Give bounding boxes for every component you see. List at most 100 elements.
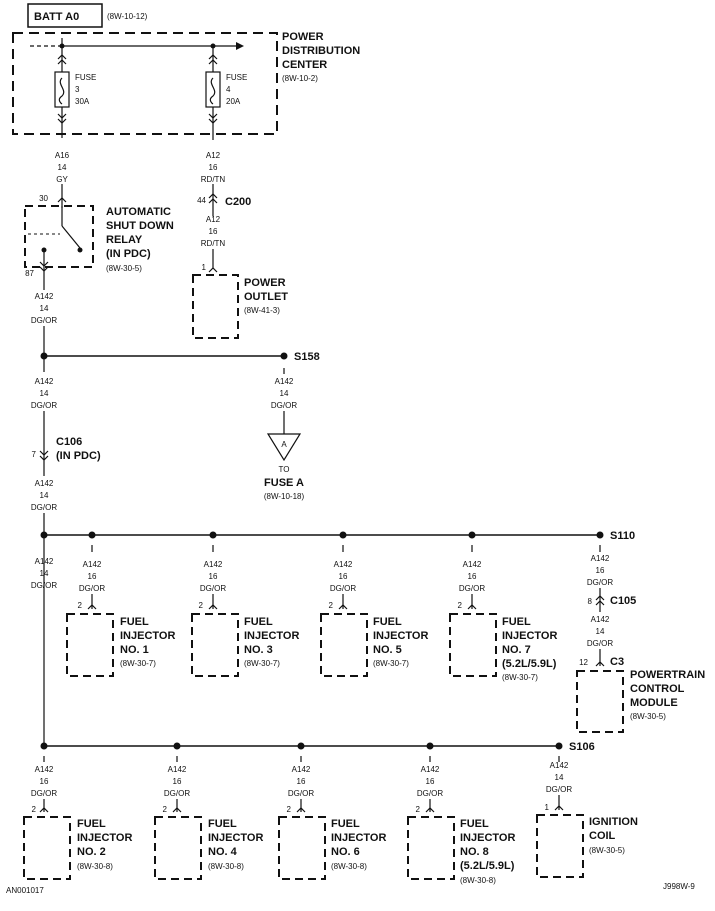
connector-icon <box>57 54 67 65</box>
pdc-title: POWER DISTRIBUTION CENTER <box>282 31 360 71</box>
injector-4-pin: 2 <box>163 805 168 814</box>
batt-box <box>27 3 103 28</box>
svg-text:FUEL: FUEL <box>120 616 149 628</box>
fuel-injector-4: A142 16 DG/OR 2 FUEL INJECTOR NO. 4 (8W-… <box>154 742 263 880</box>
injector-7-pin: 2 <box>458 601 463 610</box>
batt-label: BATT A0 <box>34 11 79 23</box>
pcm-box <box>576 670 624 733</box>
svg-text:16: 16 <box>209 163 218 172</box>
svg-text:(8W-30-5): (8W-30-5) <box>589 846 625 855</box>
svg-text:INJECTOR: INJECTOR <box>77 832 132 844</box>
svg-text:A142: A142 <box>591 615 610 624</box>
svg-text:NO. 1: NO. 1 <box>120 644 149 656</box>
svg-text:16: 16 <box>297 777 306 786</box>
svg-text:(8W-30-7): (8W-30-7) <box>373 659 409 668</box>
fuel-injector-6: A142 16 DG/OR 2 FUEL INJECTOR NO. 6 (8W-… <box>278 742 386 880</box>
svg-text:RELAY: RELAY <box>106 234 143 246</box>
fuel-injector-2: A142 16 DG/OR 2 FUEL INJECTOR NO. 2 (8W-… <box>23 756 132 880</box>
powertrain-control-module-branch: A142 16 DG/OR 8 C105 A142 14 DG/OR 12 C3… <box>576 545 705 733</box>
svg-text:16: 16 <box>209 572 218 581</box>
svg-text:GY: GY <box>56 175 68 184</box>
svg-text:14: 14 <box>40 389 49 398</box>
svg-text:A142: A142 <box>35 479 54 488</box>
wire-a142-1-label: A142 14 DG/OR <box>31 292 57 325</box>
power-outlet-box <box>192 274 239 339</box>
svg-text:(8W-30-7): (8W-30-7) <box>120 659 156 668</box>
fuse-a-to: TO <box>279 465 290 474</box>
injector-6-wire-label: A142 16 DG/OR <box>288 765 314 798</box>
svg-text:A142: A142 <box>463 560 482 569</box>
svg-text:A142: A142 <box>35 377 54 386</box>
asd-pin-bottom: 87 <box>25 269 34 278</box>
svg-text:DG/OR: DG/OR <box>79 584 105 593</box>
svg-text:14: 14 <box>40 304 49 313</box>
svg-text:FUEL: FUEL <box>331 818 360 830</box>
splice-dot <box>468 531 476 539</box>
c200-connector-icon <box>208 193 218 204</box>
pdc-box <box>12 32 278 135</box>
pcm-wire-1-label: A142 16 DG/OR <box>587 554 613 587</box>
ignition-coil-wire-label: A142 14 DG/OR <box>546 761 572 794</box>
fuel-injector-8: A142 16 DG/OR 2 FUEL INJECTOR NO. 8 (5.2… <box>407 742 515 885</box>
svg-text:A142: A142 <box>35 765 54 774</box>
injector-4-wire-label: A142 16 DG/OR <box>164 765 190 798</box>
svg-text:16: 16 <box>426 777 435 786</box>
svg-text:(8W-30-8): (8W-30-8) <box>331 862 367 871</box>
svg-text:A142: A142 <box>168 765 187 774</box>
injector-1-pin: 2 <box>78 601 83 610</box>
c200-label: C200 <box>225 196 251 208</box>
injector-1-box <box>66 613 114 677</box>
svg-text:16: 16 <box>40 777 49 786</box>
c106-connector-icon <box>39 450 49 461</box>
svg-text:RD/TN: RD/TN <box>201 175 226 184</box>
wire-a12-bottom-label: A12 16 RD/TN <box>201 215 226 248</box>
injector-row-1: A142 16 DG/OR 2 FUEL INJECTOR NO. 1 (8W-… <box>66 531 557 682</box>
s158-label: S158 <box>294 351 320 363</box>
injector-row-2: A142 16 DG/OR 2 FUEL INJECTOR NO. 2 (8W-… <box>23 742 638 885</box>
svg-text:A142: A142 <box>275 377 294 386</box>
svg-text:14: 14 <box>40 569 49 578</box>
fuse-4-label: FUSE 4 20A <box>226 73 247 106</box>
svg-text:A142: A142 <box>204 560 223 569</box>
svg-text:NO. 8: NO. 8 <box>460 846 489 858</box>
ignition-coil: A142 14 DG/OR 1 IGNITION COIL (8W-30-5) <box>536 756 638 878</box>
fuse-4-icon <box>205 71 221 108</box>
injector-8-wire-label: A142 16 DG/OR <box>417 765 443 798</box>
svg-text:OUTLET: OUTLET <box>244 291 288 303</box>
svg-text:AUTOMATIC: AUTOMATIC <box>106 206 171 218</box>
asd-pin-top: 30 <box>39 194 48 203</box>
svg-text:DG/OR: DG/OR <box>271 401 297 410</box>
c106-label: C106 <box>56 436 82 448</box>
injector-3-wire-label: A142 16 DG/OR <box>200 560 226 593</box>
svg-text:(8W-30-8): (8W-30-8) <box>460 876 496 885</box>
svg-text:16: 16 <box>88 572 97 581</box>
wire-a16-label: A16 14 GY <box>55 151 70 184</box>
footer-right-id: J998W-9 <box>663 882 695 891</box>
connector-icon <box>338 604 348 610</box>
c3-label: C3 <box>610 656 624 668</box>
svg-text:FUEL: FUEL <box>244 616 273 628</box>
svg-text:CONTROL: CONTROL <box>630 683 685 695</box>
fuse-a-letter: A <box>281 440 287 449</box>
s110-splice-dot <box>596 531 604 539</box>
svg-text:20A: 20A <box>226 97 241 106</box>
svg-text:(IN PDC): (IN PDC) <box>106 248 151 260</box>
svg-text:POWERTRAIN: POWERTRAIN <box>630 669 705 681</box>
connector-icon <box>554 805 564 811</box>
svg-text:14: 14 <box>40 491 49 500</box>
svg-text:NO. 6: NO. 6 <box>331 846 360 858</box>
splice-dot <box>209 531 217 539</box>
svg-text:NO. 2: NO. 2 <box>77 846 106 858</box>
svg-text:DG/OR: DG/OR <box>31 401 57 410</box>
svg-text:A142: A142 <box>591 554 610 563</box>
svg-text:DG/OR: DG/OR <box>164 789 190 798</box>
svg-text:(5.2L/5.9L): (5.2L/5.9L) <box>460 860 515 872</box>
svg-text:(5.2L/5.9L): (5.2L/5.9L) <box>502 658 557 670</box>
svg-text:30A: 30A <box>75 97 90 106</box>
svg-text:NO. 4: NO. 4 <box>208 846 238 858</box>
c105-pin: 8 <box>588 597 593 606</box>
svg-text:16: 16 <box>173 777 182 786</box>
asd-relay-title: AUTOMATIC SHUT DOWN RELAY (IN PDC) <box>106 206 174 260</box>
connector-icon <box>467 604 477 610</box>
